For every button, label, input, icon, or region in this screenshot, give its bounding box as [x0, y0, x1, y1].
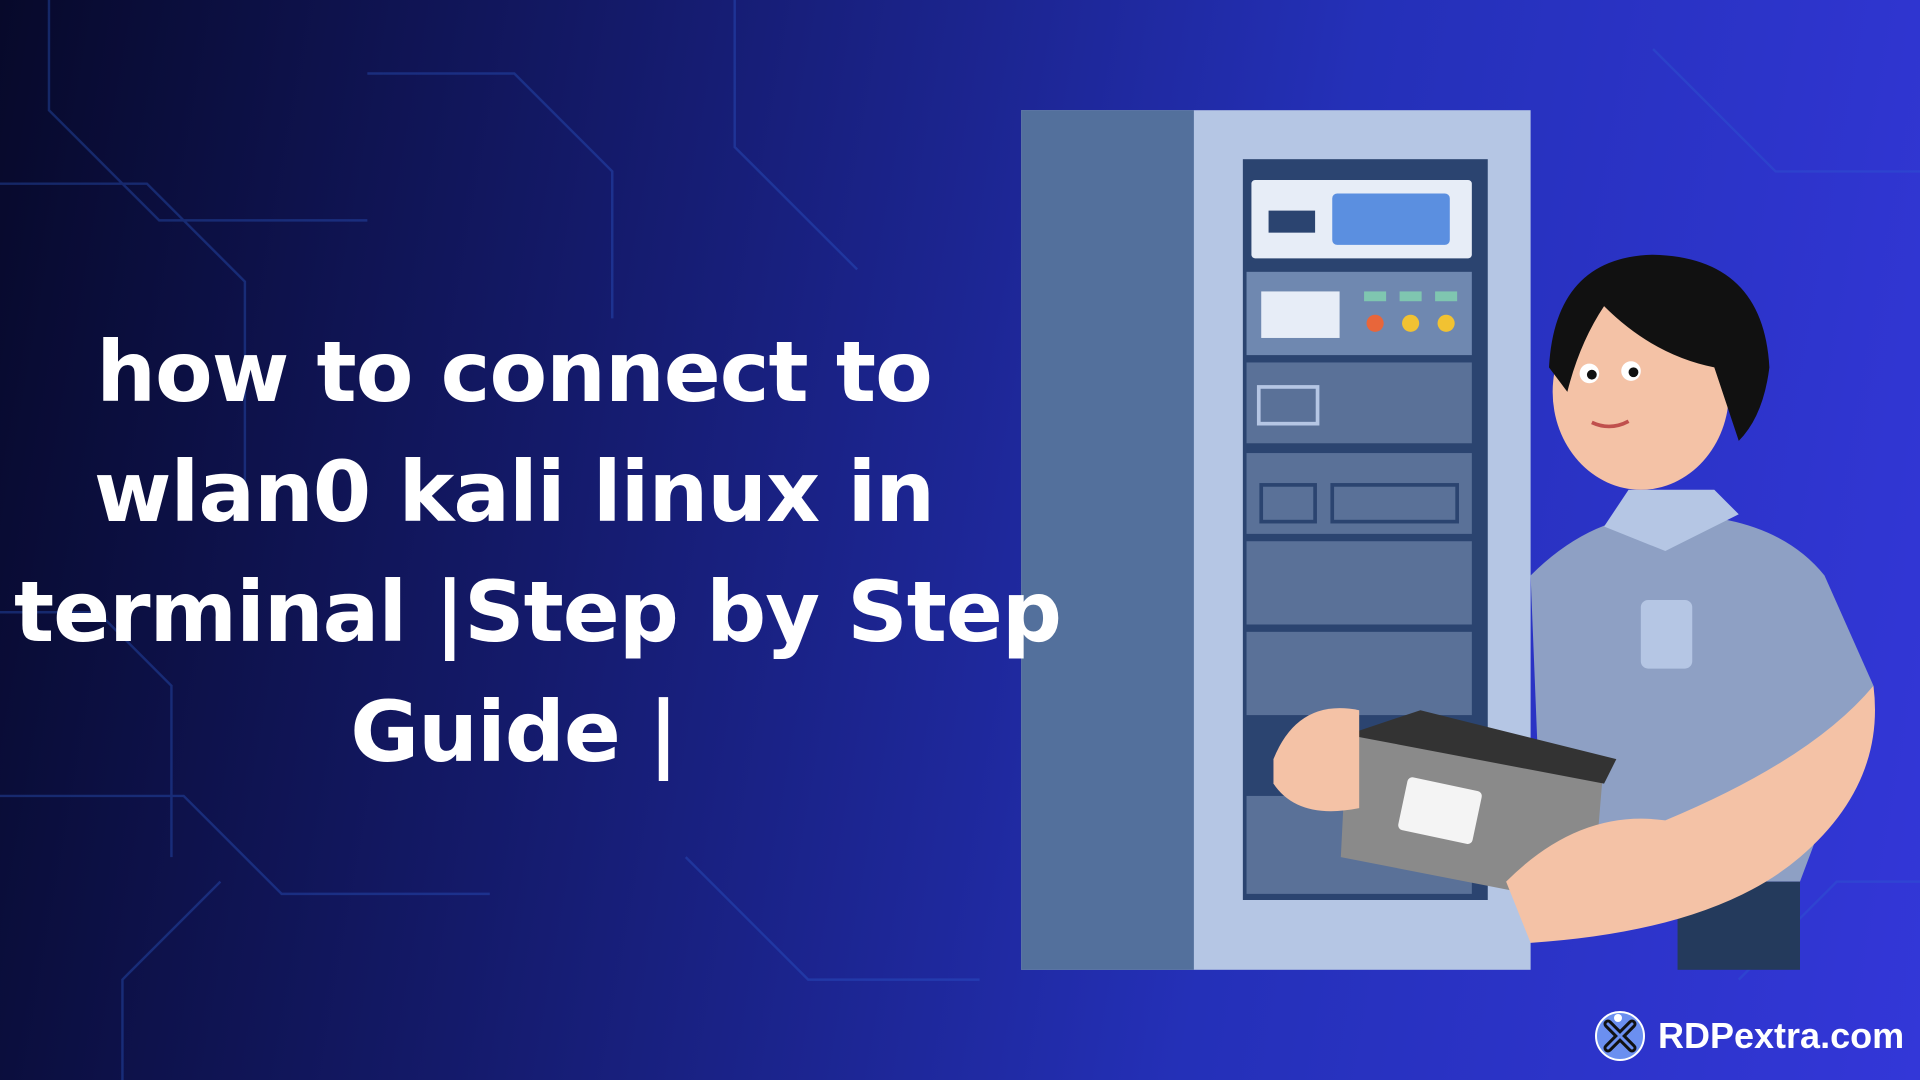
person [1273, 254, 1875, 970]
brand-logo: RDPextra.com [1594, 1010, 1904, 1062]
page-title: how to connect to wlan0 kali linux in te… [14, 312, 1062, 792]
brand-name: RDPextra.com [1658, 1015, 1905, 1056]
title-line: how to connect to [96, 323, 933, 421]
title-line: Guide | [350, 683, 679, 781]
title-line: wlan0 kali linux in [93, 443, 935, 541]
x-circle-logo-icon [1595, 1011, 1645, 1061]
title-line: terminal |Step by Step [14, 563, 1062, 661]
